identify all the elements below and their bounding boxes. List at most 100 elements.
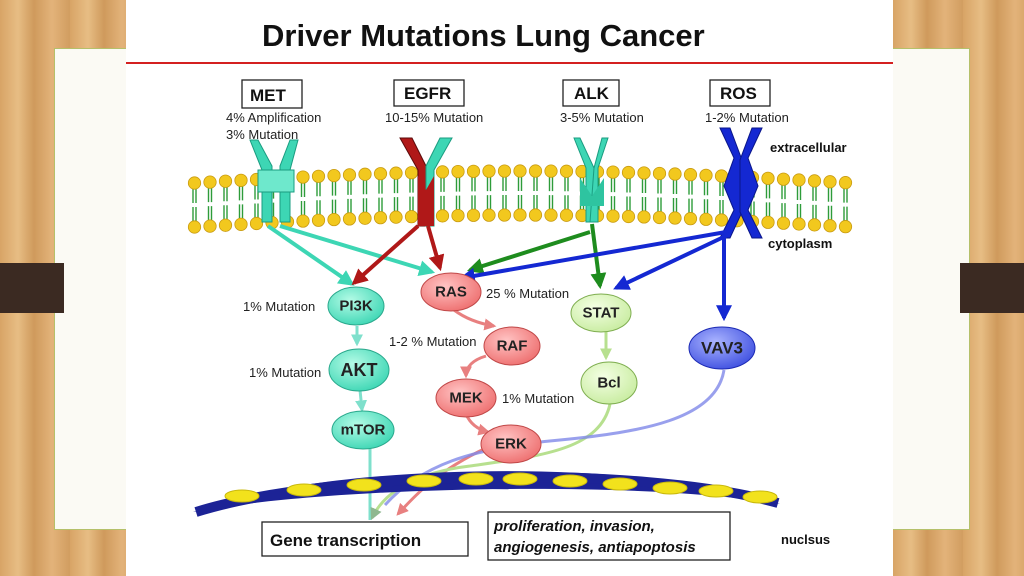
mek-node-label: MEK (449, 390, 483, 407)
ros-to-ras-arrow (458, 230, 727, 284)
lipid-head (327, 212, 341, 227)
lipid-tail (238, 185, 244, 201)
lipid-head (838, 176, 853, 190)
lipid-head (606, 165, 620, 179)
mek-node (435, 378, 497, 418)
lipid-tail (564, 195, 569, 211)
lipid-tail (843, 206, 848, 222)
gene-transcription-label: Gene transcription (270, 531, 421, 550)
akt-to-mtor-arrow (355, 389, 368, 413)
cytoplasm-label: cytoplasm (768, 236, 832, 251)
lipid-head (792, 173, 806, 187)
met-label-box (241, 79, 303, 109)
akt-node (328, 348, 390, 392)
raf-node-label: RAF (497, 338, 528, 355)
lipid-tail (533, 176, 538, 192)
lipid-head (699, 168, 713, 182)
lipid-tail (827, 205, 833, 221)
pi3k-mutation-note: 1% Mutation (243, 299, 315, 314)
cell-effects-line1: proliferation, invasion, (493, 518, 655, 535)
lipid-head (668, 211, 682, 225)
lipid-head (606, 209, 620, 223)
lipid-tail (471, 195, 476, 211)
lipid-head (311, 169, 326, 183)
lipid-tail (393, 178, 399, 194)
alk-to-ras-arrow (466, 230, 591, 274)
lipid-head (497, 164, 512, 178)
lipid-tail (409, 196, 414, 212)
cell-membrane (187, 164, 853, 234)
lipid-tail (331, 199, 337, 215)
lipid-tail (703, 180, 709, 196)
nuclear-pore (458, 472, 494, 486)
lipid-head (699, 212, 713, 226)
lipid-tail (564, 176, 569, 192)
lipid-head (823, 175, 837, 189)
akt-mutation-note: 1% Mutation (249, 365, 321, 380)
met-label: MET (250, 86, 287, 105)
lipid-tail (207, 206, 213, 222)
ros-receptor (719, 127, 763, 239)
lipid-tail (781, 184, 786, 200)
alk-note: 3-5% Mutation (560, 110, 644, 125)
lipid-tail (378, 197, 383, 213)
ras-node-label: RAS (435, 284, 467, 301)
lipid-head (497, 208, 512, 222)
lipid-head (652, 166, 667, 181)
lipid-head (823, 219, 837, 233)
lipid-head (513, 164, 527, 178)
mek-mutation-note: 1% Mutation (502, 391, 574, 406)
diagram-title: Driver Mutations Lung Cancer (262, 18, 705, 53)
lipid-tail (703, 199, 709, 215)
lipid-tail (781, 203, 786, 219)
lipid-head (683, 212, 698, 226)
cell-effects-line2: angiogenesis, antiapoptosis (494, 539, 696, 556)
lipid-tail (471, 176, 476, 192)
raf-mutation-note: 1-2 % Mutation (389, 334, 476, 349)
lipid-head (358, 167, 372, 181)
lipid-tail (672, 198, 678, 214)
egfr-receptor (399, 137, 453, 227)
raf-to-mek-arrow (460, 354, 487, 379)
lipid-tail (409, 177, 414, 193)
alk-label-box (562, 79, 620, 107)
nuclear-pore (224, 489, 260, 503)
lipid-tail (316, 200, 321, 216)
lipid-tail (672, 179, 678, 195)
lipid-head (451, 164, 465, 179)
lipid-tail (192, 188, 197, 203)
lipid-tail (843, 187, 848, 203)
nucleus-pores (224, 472, 778, 504)
lipid-tail (548, 195, 554, 211)
nuclear-pore (602, 477, 638, 491)
pi3k-node (327, 286, 385, 326)
alk-receptor (573, 137, 609, 223)
pi3k-node-label: PI3K (339, 298, 373, 315)
lipid-tail (719, 181, 724, 197)
lipid-head (234, 173, 248, 187)
lipid-head (652, 210, 667, 225)
lipid-head (807, 174, 822, 188)
lipid-head (203, 219, 217, 233)
lipid-tail (192, 207, 197, 222)
lipid-head (621, 165, 636, 180)
lipid-head (404, 210, 419, 224)
lipid-head (342, 168, 357, 182)
lipid-tail (765, 202, 771, 218)
lipid-head (776, 216, 791, 230)
met-note-amplification: 4% Amplification (226, 110, 321, 125)
lipid-tail (626, 177, 631, 193)
ros-label-box (709, 79, 771, 107)
nuclear-pore (346, 478, 382, 492)
lipid-head (637, 210, 651, 224)
lipid-tail (300, 182, 306, 198)
lipid-head (342, 212, 357, 226)
lipid-head (513, 208, 527, 222)
lipid-head (544, 208, 558, 222)
lipid-head (296, 214, 310, 228)
vav3-node (688, 326, 756, 370)
lipid-head (435, 209, 450, 223)
lipid-head (373, 211, 388, 225)
binder-clip-right (960, 263, 1024, 313)
lipid-tail (610, 196, 616, 212)
